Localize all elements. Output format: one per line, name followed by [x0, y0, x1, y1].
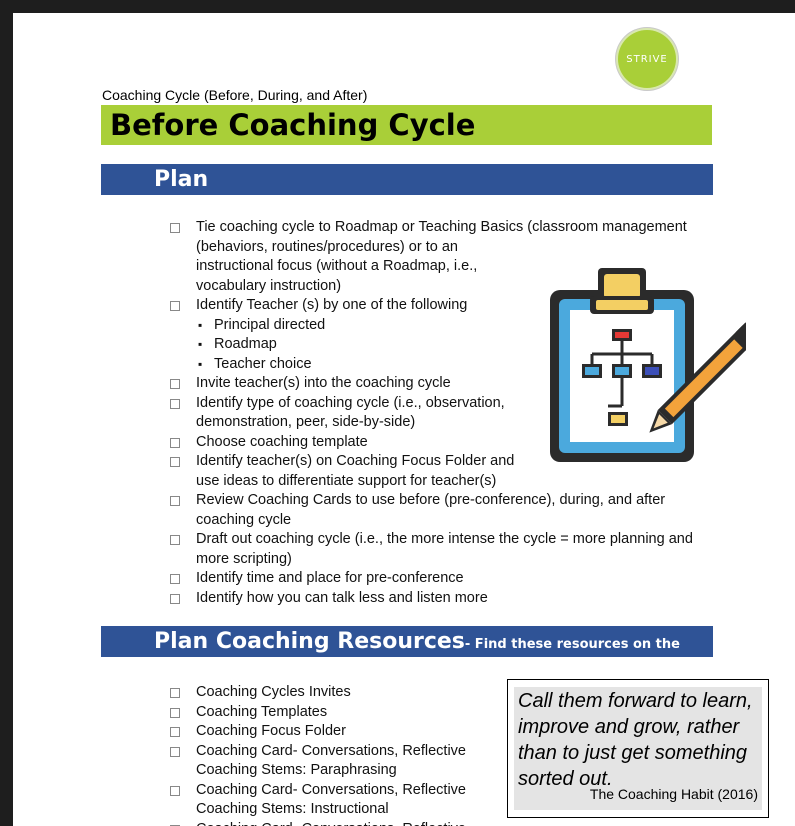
- checklist-item-text: Identify type of coaching cycle (i.e., o…: [196, 394, 505, 411]
- resources-heading: Plan Coaching Resources- Find these reso…: [101, 626, 713, 694]
- checklist-item-text: Choose coaching template: [196, 433, 368, 450]
- checklist-item: Choose coaching template: [170, 433, 693, 453]
- quote-box: Call them forward to learn, improve and g…: [507, 679, 769, 818]
- checklist-item: Coaching Card- Conversations, Reflective…: [170, 781, 466, 820]
- plan-heading: Plan: [154, 167, 209, 192]
- checkbox-icon[interactable]: [170, 496, 180, 506]
- plan-section-header: Plan: [101, 164, 713, 195]
- checkbox-icon[interactable]: [170, 398, 180, 409]
- checkbox-icon[interactable]: [170, 785, 180, 796]
- checklist-item-text: Invite teacher(s) into the coaching cycl…: [196, 375, 451, 391]
- checkbox-icon[interactable]: [170, 727, 180, 737]
- strive-logo: STRIVE: [618, 30, 676, 88]
- checklist-item-text: Coaching Focus Folder: [196, 723, 346, 739]
- checkbox-icon[interactable]: [170, 223, 180, 233]
- checklist-item-text: Coaching Templates: [196, 703, 328, 720]
- sublist-item: Principal directed: [198, 316, 693, 336]
- checklist-item: Review Coaching Cards to use before (pre…: [170, 491, 693, 530]
- checkbox-icon[interactable]: [170, 301, 180, 311]
- checklist-item-text: use ideas to differentiate support for t…: [196, 472, 497, 489]
- checklist-item-text: (behaviors, routines/procedures) or to a…: [196, 238, 458, 255]
- checkbox-icon[interactable]: [170, 688, 180, 698]
- checkbox-icon[interactable]: [170, 824, 180, 826]
- sublist-item: Roadmap: [198, 335, 693, 355]
- checklist-item: Identify how you can talk less and liste…: [170, 589, 693, 609]
- checklist-item-text: more scripting): [196, 550, 292, 567]
- checklist-item: Coaching Card- Conversations, Reflective: [170, 820, 466, 826]
- checklist-item: Identify teacher(s) on Coaching Focus Fo…: [170, 452, 693, 491]
- checklist-item-text: Coaching Stems: Paraphrasing: [196, 762, 397, 778]
- checklist-item: Draft out coaching cycle (i.e., the more…: [170, 530, 693, 569]
- checklist-item-text: Identify teacher(s) on Coaching Focus Fo…: [196, 453, 515, 469]
- checklist-item: Invite teacher(s) into the coaching cycl…: [170, 374, 693, 394]
- checklist-item-text: Identify Teacher (s) by one of the follo…: [196, 297, 468, 313]
- checklist-item: Tie coaching cycle to Roadmap or Teachin…: [170, 218, 693, 296]
- quote-line: than to just get something: [518, 742, 748, 764]
- resources-heading-text: Plan Coaching Resources: [154, 629, 465, 654]
- checkbox-icon[interactable]: [170, 379, 180, 389]
- quote-line: Call them forward to learn,: [518, 690, 753, 712]
- checklist-item: Identify Teacher (s) by one of the follo…: [170, 296, 693, 316]
- document-subtitle: Coaching Cycle (Before, During, and Afte…: [102, 87, 368, 103]
- checklist-item-text: Draft out coaching cycle (i.e., the more…: [196, 531, 693, 547]
- checklist-item-text: Coaching Stems: Instructional: [196, 801, 389, 817]
- checklist-item-text: Coaching Card- Conversations, Reflective: [196, 781, 466, 798]
- teacher-selection-sublist: Principal directedRoadmapTeacher choice: [170, 316, 693, 375]
- checkbox-icon[interactable]: [170, 593, 180, 604]
- clipboard-flowchart-pencil-icon: [550, 268, 746, 462]
- checklist-item-text: Tie coaching cycle to Roadmap or Teachin…: [196, 219, 687, 235]
- resources-section-header: Plan Coaching Resources- Find these reso…: [101, 626, 713, 686]
- page-title: Before Coaching Cycle: [110, 108, 476, 142]
- checklist-item: Identify time and place for pre-conferen…: [170, 569, 693, 589]
- checkbox-icon[interactable]: [170, 437, 180, 448]
- checklist-item-text: Identify how you can talk less and liste…: [196, 589, 488, 606]
- checkbox-icon[interactable]: [170, 457, 180, 467]
- sublist-item: Teacher choice: [198, 355, 693, 375]
- resources-heading-note: - Find these resources on the website: [154, 637, 680, 686]
- quote-line: sorted out.: [518, 768, 613, 790]
- checklist-item: Coaching Card- Conversations, Reflective…: [170, 742, 466, 781]
- checkbox-icon[interactable]: [170, 574, 180, 584]
- checklist-item-text: Coaching Card- Conversations, Reflective: [196, 742, 466, 759]
- checklist-item-text: coaching cycle: [196, 511, 292, 528]
- checklist-item-text: vocabulary instruction): [196, 277, 342, 294]
- title-banner: Before Coaching Cycle: [101, 105, 712, 145]
- checklist-item: Identify type of coaching cycle (i.e., o…: [170, 394, 693, 433]
- quote-text: Call them forward to learn, improve and g…: [514, 687, 762, 793]
- quote-line: improve and grow, rather: [518, 716, 740, 738]
- checklist-item-text: Identify time and place for pre-conferen…: [196, 570, 464, 586]
- checklist-item: Coaching Focus Folder: [170, 722, 466, 742]
- checklist-item: Coaching Templates: [170, 703, 466, 723]
- plan-checklist: Tie coaching cycle to Roadmap or Teachin…: [170, 218, 693, 608]
- checklist-item-text: instructional focus (without a Roadmap, …: [196, 258, 478, 274]
- checklist-item-text: Review Coaching Cards to use before (pre…: [196, 492, 666, 508]
- logo-text: STRIVE: [626, 53, 668, 65]
- checklist-item-text: demonstration, peer, side-by-side): [196, 414, 416, 430]
- checklist-item: Coaching Cycles Invites: [170, 683, 466, 703]
- checklist-item-text: Coaching Cycles Invites: [196, 684, 351, 700]
- checkbox-icon[interactable]: [170, 707, 180, 718]
- quote-source: The Coaching Habit (2016): [589, 786, 758, 802]
- quote-background: Call them forward to learn, improve and g…: [514, 687, 762, 810]
- checkbox-icon[interactable]: [170, 535, 180, 545]
- checklist-item-text: Coaching Card- Conversations, Reflective: [196, 820, 466, 826]
- checkbox-icon[interactable]: [170, 746, 180, 757]
